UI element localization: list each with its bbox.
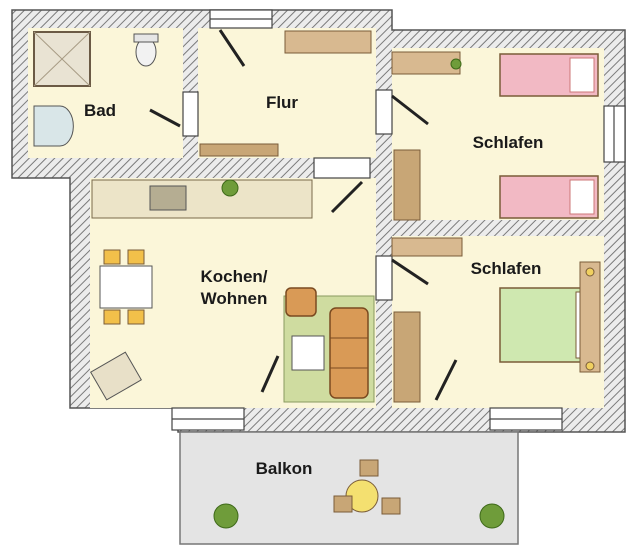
- label-schlafen-1: Schlafen: [473, 133, 544, 152]
- plant-balkon-left: [213, 503, 239, 529]
- label-balkon: Balkon: [256, 459, 313, 478]
- label-wohnen: Wohnen: [201, 289, 268, 308]
- bad-furniture: [33, 31, 159, 147]
- schlafen-2-furniture: [391, 237, 601, 403]
- door-bad-flur: [182, 91, 199, 137]
- plant-balkon-right: [479, 503, 505, 529]
- door-flur-schlafen: [375, 89, 393, 135]
- dining-table: [99, 265, 153, 309]
- label-flur: Flur: [266, 93, 298, 112]
- wardrobe-1: [393, 149, 421, 221]
- label-kochen: Kochen/: [200, 267, 267, 286]
- balkon-furniture: [333, 459, 401, 515]
- label-schlafen-2: Schlafen: [471, 259, 542, 278]
- kitchen-counter: [91, 179, 313, 219]
- door-swings: [149, 29, 458, 401]
- window-flur-bottom: [313, 157, 371, 179]
- sofa: [329, 307, 369, 399]
- double-bed: [499, 287, 591, 363]
- label-bad: Bad: [84, 101, 116, 120]
- plant-kitchen: [221, 179, 239, 197]
- door-wohnen-schlafen: [375, 255, 393, 301]
- windows: [171, 9, 626, 431]
- armchair: [285, 287, 317, 317]
- wardrobe-2: [393, 311, 421, 403]
- plants: [213, 58, 505, 529]
- schlafen-1-furniture: [391, 51, 599, 221]
- washbasin: [33, 105, 74, 147]
- kochen-wohnen-furniture: [89, 179, 375, 403]
- flur-furniture: [199, 30, 372, 157]
